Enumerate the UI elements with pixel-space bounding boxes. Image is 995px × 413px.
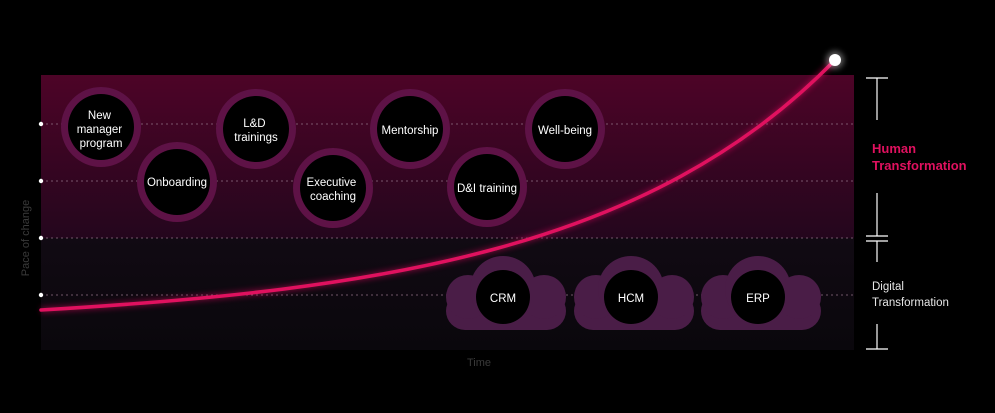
bubble-label-line: New <box>88 110 112 122</box>
bubble-di-training: D&I training <box>447 147 527 227</box>
x-axis-label: Time <box>467 357 491 369</box>
bubble-well-being: Well-being <box>525 89 605 169</box>
human-bubbles: New manager program Onboarding L&D train… <box>61 87 605 228</box>
bubble-label-line: Mentorship <box>382 125 439 137</box>
bubble-ld-trainings: L&D trainings <box>216 89 296 169</box>
cloud-erp: ERP <box>701 256 821 330</box>
side-label-line: Digital <box>872 281 904 293</box>
y-axis-label: Pace of change <box>20 200 32 276</box>
bubble-label-line: Well-being <box>538 125 592 137</box>
axis-dots <box>38 121 44 298</box>
bubble-label-line: manager <box>77 124 123 136</box>
bubble-mentorship: Mentorship <box>370 89 450 169</box>
svg-text:L&D trainings: L&D trainings <box>234 118 278 144</box>
cloud-badge <box>731 270 785 324</box>
bubble-label-line: trainings <box>234 132 278 144</box>
cloud-label: HCM <box>618 293 644 305</box>
human-bracket <box>866 77 888 237</box>
cloud-label: CRM <box>490 293 516 305</box>
bubble-label-line: program <box>80 138 123 150</box>
bubble-executive-coaching: Executive coaching <box>293 148 373 228</box>
bubble-label-line: Executive <box>306 177 356 189</box>
cloud-badge <box>476 270 530 324</box>
bubble-label-line: D&I training <box>457 183 517 195</box>
curve-endpoint <box>829 54 841 66</box>
human-transformation-label: Human Transformation <box>872 141 967 173</box>
svg-text:Well-being: Well-being <box>538 125 592 137</box>
cloud-badge <box>604 270 658 324</box>
svg-text:Mentorship: Mentorship <box>382 125 439 137</box>
cloud-crm: CRM <box>446 256 566 330</box>
digital-clouds: CRM HCM ERP <box>446 256 821 330</box>
svg-text:New manager pr: New manager program <box>77 110 126 150</box>
svg-text:Executive coaching: Executive coaching <box>306 177 359 203</box>
growth-curve <box>39 58 837 312</box>
bubble-new-manager-program: New manager program <box>61 87 141 167</box>
side-label-line: Transformation <box>872 158 967 173</box>
svg-text:Onboarding: Onboarding <box>147 177 207 189</box>
bubble-label-line: L&D <box>243 118 265 130</box>
bubble-label-line: Onboarding <box>147 177 207 189</box>
svg-text:D&I training: D&I training <box>457 183 517 195</box>
cloud-hcm: HCM <box>574 256 694 330</box>
cloud-label: ERP <box>746 293 770 305</box>
side-label-line: Human <box>872 141 916 156</box>
digital-bracket <box>866 240 888 350</box>
bubble-label-line: coaching <box>310 191 356 203</box>
digital-transformation-label: Digital Transformation <box>872 281 949 309</box>
bubble-onboarding: Onboarding <box>137 142 217 222</box>
side-label-line: Transformation <box>872 297 949 309</box>
